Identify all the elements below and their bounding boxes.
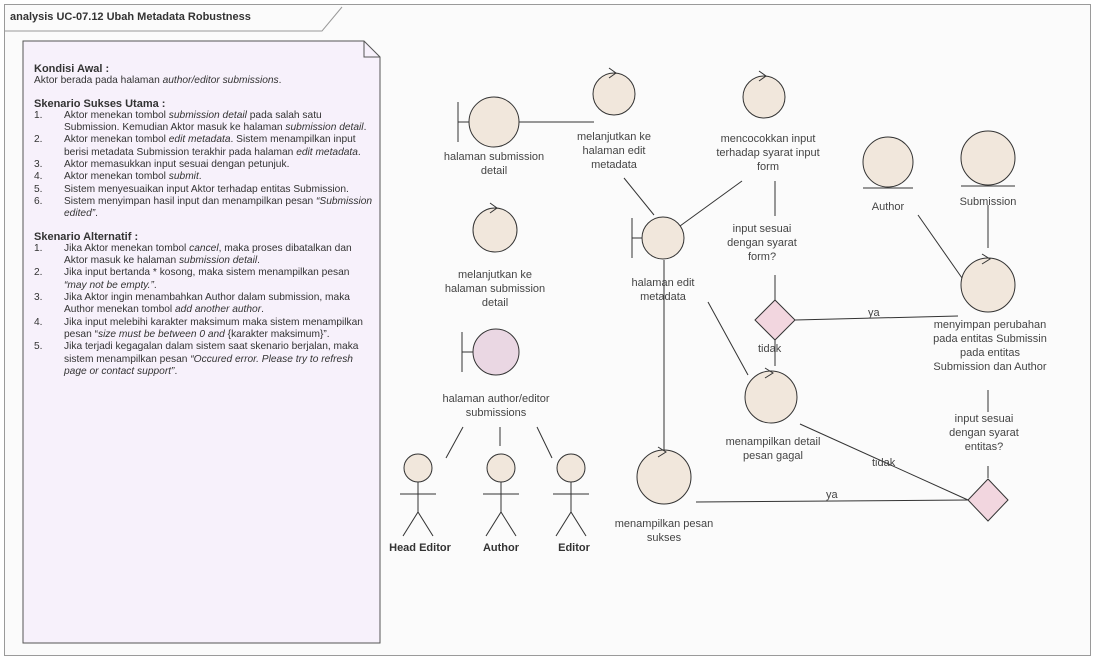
decision-input-entitas xyxy=(967,478,1009,522)
kondisi-awal-title: Kondisi Awal : xyxy=(34,63,110,75)
sukses-step: 3.Aktor memasukkan input sesuai dengan p… xyxy=(34,159,290,171)
node-label-halaman-author-editor: halaman author/editor xyxy=(442,393,549,405)
edge-boundary2-control3 xyxy=(679,180,743,227)
node-label-decision2-q: dengan syarat xyxy=(949,427,1019,439)
node-label-halaman-edit-metadata: metadata xyxy=(640,291,687,303)
alternatif-step: 4.Jika input melebihi karakter maksimum … xyxy=(34,316,363,340)
node-label-melanjutkan-edit: halaman edit xyxy=(583,145,646,157)
node-label-melanjutkan-submission: halaman submission xyxy=(445,283,545,295)
decision-input-form xyxy=(754,299,796,341)
control-menampilkan-pesan-gagal xyxy=(744,367,798,424)
node-label-mencocokkan: form xyxy=(757,161,779,173)
node-label-mencocokkan: mencocokkan input xyxy=(721,133,816,145)
alternatif-step: 5.Jika terjadi kegagalan dalam sistem sa… xyxy=(34,341,359,377)
alternatif-step: 1.Jika Aktor menekan tombol cancel, maka… xyxy=(34,242,352,267)
node-label-author-entity: Author xyxy=(872,201,905,213)
control-melanjutkan-edit-metadata xyxy=(592,67,636,116)
edge-decision1-control6 xyxy=(794,315,959,321)
sukses-step: 2.Aktor menekan tombol edit metadata. Si… xyxy=(34,134,361,158)
edge-decision2-control5 xyxy=(799,423,969,501)
node-labels: halaman submission detail melanjutkan ke ha… xyxy=(442,131,1046,544)
node-label-halaman-submission-detail: detail xyxy=(481,165,507,177)
node-label-melanjutkan-edit: melanjutkan ke xyxy=(577,131,651,143)
scenario-note: Kondisi Awal : Aktor berada pada halaman… xyxy=(34,63,374,378)
node-label-menyimpan: pada entitas xyxy=(960,347,1020,359)
diagram-title-tab xyxy=(4,6,343,32)
node-label-menyimpan: menyimpan perubahan xyxy=(934,319,1047,331)
actor-head-editor xyxy=(400,453,436,537)
note-shape xyxy=(22,40,381,644)
node-label-melanjutkan-submission: detail xyxy=(482,297,508,309)
sukses-step: 5.Sistem menyesuaikan input Aktor terhad… xyxy=(34,183,349,195)
node-label-menampilkan-gagal: menampilkan detail xyxy=(726,436,821,448)
actor-label-editor: Editor xyxy=(558,542,590,554)
node-label-decision1-q: dengan syarat xyxy=(727,237,797,249)
skenario-alternatif-list: 1.Jika Aktor menekan tombol cancel, maka… xyxy=(34,243,374,378)
actor-editor xyxy=(553,453,589,537)
node-label-halaman-author-editor: submissions xyxy=(466,407,527,419)
sukses-step: 6.Sistem menyimpan hasil input dan menam… xyxy=(34,195,373,220)
edge-decision2-control4 xyxy=(695,499,969,503)
entity-submission xyxy=(960,130,1016,187)
node-label-menampilkan-gagal: pesan gagal xyxy=(743,450,803,462)
node-label-decision1-q: form? xyxy=(748,251,776,263)
sukses-step: 4.Aktor menekan tombol submit. xyxy=(34,171,202,183)
diagram-title: analysis UC-07.12 Ubah Metadata Robustne… xyxy=(10,11,251,23)
node-label-melanjutkan-edit: metadata xyxy=(591,159,638,171)
node-label-decision2-q: entitas? xyxy=(965,441,1004,453)
node-label-menampilkan-sukses: menampilkan pesan xyxy=(615,518,713,530)
node-label-mencocokkan: terhadap syarat input xyxy=(716,147,819,159)
edge-label-tidak-1: tidak xyxy=(758,343,782,355)
actor-label-author: Author xyxy=(483,542,520,554)
edge-label-ya-1: ya xyxy=(868,307,881,319)
control-mencocokkan-input xyxy=(742,70,786,119)
node-label-decision2-q: input sesuai xyxy=(955,413,1014,425)
actor-label-head-editor: Head Editor xyxy=(389,542,451,554)
node-label-decision1-q: input sesuai xyxy=(733,223,792,235)
node-label-menampilkan-sukses: sukses xyxy=(647,532,682,544)
control-menyimpan-perubahan xyxy=(960,253,1016,313)
node-label-menyimpan: pada entitas Submissin xyxy=(933,333,1047,345)
entity-author xyxy=(862,136,914,189)
edge-label-tidak-2: tidak xyxy=(872,457,896,469)
edge-control1-boundary2 xyxy=(623,177,655,216)
edge-author-boundary-headeditor xyxy=(445,426,464,459)
edge-author-control6 xyxy=(917,214,963,279)
actor-author xyxy=(483,453,519,537)
connections xyxy=(445,121,989,503)
alternatif-step: 2.Jika input bertanda * kosong, maka sis… xyxy=(34,267,350,291)
edge-author-boundary-editor xyxy=(536,426,553,459)
alternatif-step: 3.Jika Aktor ingin menambahkan Author da… xyxy=(34,292,350,316)
node-label-menyimpan: Submission dan Author xyxy=(933,361,1046,373)
control-menampilkan-pesan-sukses xyxy=(636,446,692,505)
edge-label-ya-2: ya xyxy=(826,489,839,501)
boundary-halaman-submission-detail xyxy=(457,96,520,148)
boundary-halaman-edit-metadata xyxy=(631,216,685,260)
control-melanjutkan-submission-detail xyxy=(472,202,518,253)
node-label-halaman-edit-metadata: halaman edit xyxy=(632,277,695,289)
kondisi-awal-text: Aktor berada pada halaman author/editor … xyxy=(34,75,282,87)
node-label-submission-entity: Submission xyxy=(960,196,1017,208)
node-label-melanjutkan-submission: melanjutkan ke xyxy=(458,269,532,281)
skenario-sukses-list: 1.Aktor menekan tombol submission detail… xyxy=(34,110,374,221)
node-label-halaman-submission-detail: halaman submission xyxy=(444,151,544,163)
edge-boundary2-control5 xyxy=(707,301,749,376)
sukses-step: 1.Aktor menekan tombol submission detail… xyxy=(34,109,367,134)
skenario-alternatif-title: Skenario Alternatif : xyxy=(34,230,139,243)
skenario-sukses-title: Skenario Sukses Utama : xyxy=(34,97,166,110)
boundary-halaman-author-editor xyxy=(461,328,520,376)
